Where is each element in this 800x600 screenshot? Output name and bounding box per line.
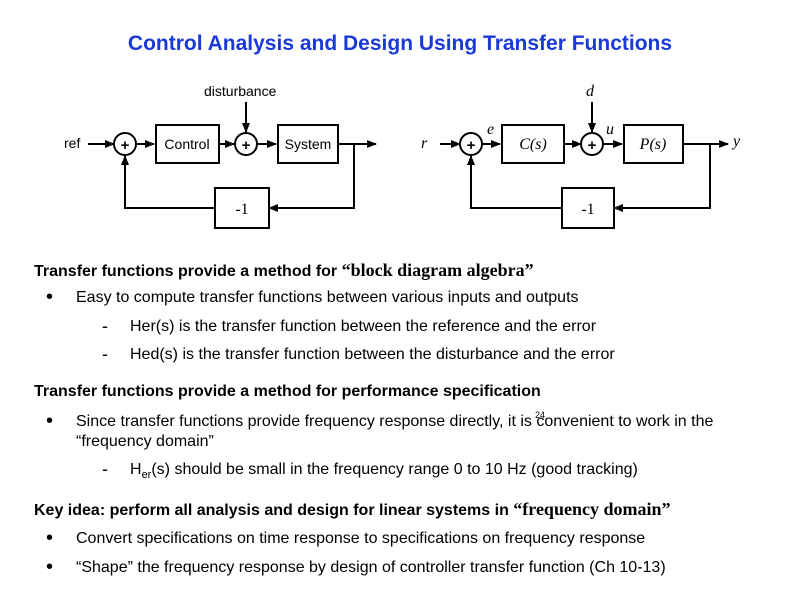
left-control-block bbox=[155, 124, 220, 164]
right-y-label: y bbox=[731, 133, 741, 150]
left-sum-sign-1: + bbox=[121, 137, 130, 154]
left-feedback-block bbox=[214, 187, 270, 229]
right-sum-sign-1: + bbox=[467, 137, 476, 154]
right-d-label: d bbox=[586, 83, 595, 100]
left-control-label: Control bbox=[164, 136, 209, 152]
dash-item: Her(s) is the transfer function between … bbox=[102, 316, 596, 337]
slide-title: Control Analysis and Design Using Transf… bbox=[127, 32, 673, 55]
left-summing-junction-1 bbox=[113, 132, 137, 156]
right-u-label: u bbox=[606, 121, 614, 138]
left-feedback-label: -1 bbox=[235, 201, 248, 218]
right-plant-label: P(s) bbox=[639, 136, 667, 153]
left-system-label: System bbox=[285, 136, 332, 152]
right-controller-label: C(s) bbox=[519, 136, 547, 153]
right-summing-junction-1 bbox=[459, 132, 483, 156]
section-heading-2: Transfer functions provide a method for … bbox=[34, 383, 541, 400]
left-system-block bbox=[277, 124, 339, 164]
right-r-label: r bbox=[421, 135, 428, 152]
bullet-item: Easy to compute transfer functions betwe… bbox=[46, 287, 578, 308]
left-disturbance-label: disturbance bbox=[204, 83, 277, 99]
left-block-diagram bbox=[88, 102, 377, 229]
right-feedback-label: -1 bbox=[581, 201, 594, 218]
right-controller-block bbox=[501, 124, 565, 164]
block-diagrams: ref disturbance Control System + + -1 -1… bbox=[64, 83, 741, 229]
right-e-label: e bbox=[487, 121, 494, 138]
left-sum-sign-2: + bbox=[242, 137, 251, 154]
dash-item: Her(s) should be small in the frequency … bbox=[102, 459, 638, 481]
right-block-diagram bbox=[440, 102, 729, 229]
bullet-item: Since transfer functions provide frequen… bbox=[46, 411, 776, 452]
bullet-item: “Shape” the frequency response by design… bbox=[46, 557, 666, 578]
section-heading-1: Transfer functions provide a method for … bbox=[34, 260, 534, 280]
right-feedback-block bbox=[561, 187, 615, 229]
right-summing-junction-2 bbox=[580, 132, 604, 156]
section-heading-3: Key idea: perform all analysis and desig… bbox=[34, 499, 671, 519]
bullet-item: Convert specifications on time response … bbox=[46, 528, 645, 549]
right-sum-sign-2: + bbox=[588, 137, 597, 154]
left-summing-junction-2 bbox=[234, 132, 258, 156]
left-ref-label: ref bbox=[64, 135, 80, 151]
right-plant-block bbox=[623, 124, 684, 164]
dash-item: Hed(s) is the transfer function between … bbox=[102, 344, 615, 365]
